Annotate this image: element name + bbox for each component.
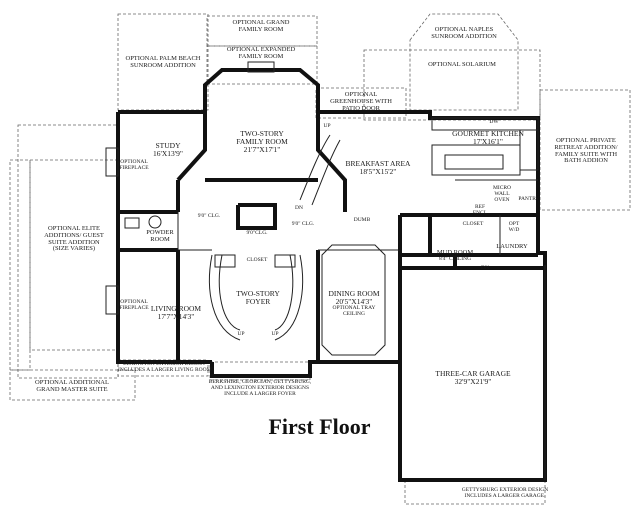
fireplace-family-shape [247, 61, 275, 73]
label-closet-foyer: CLOSET [246, 257, 268, 263]
dining-tray-ceiling [321, 244, 386, 356]
label-clg-right: 9'0" CLG. [291, 221, 315, 227]
fireplace-study-shape [105, 147, 119, 177]
note-berkshire: BERKSHIRE, GEORGIAN, GETTYSBURG,AND LEXI… [208, 379, 312, 397]
label-dn-mud: DN [481, 265, 489, 271]
label-up-family: UP [323, 123, 331, 129]
label-up-foyer-left: UP [237, 331, 245, 337]
label-dumb: DUMB [353, 217, 371, 223]
kitchen-fixtures [431, 117, 539, 176]
label-clg-left: 9'0" CLG. [197, 213, 221, 219]
label-dn-family: DN [295, 205, 303, 211]
label-solarium: OPTIONAL SOLARIUM [428, 61, 496, 68]
label-laundry: LAUNDRY [496, 243, 528, 250]
label-clg-center: 9'0"CLG. [246, 230, 268, 236]
label-dw: DW [489, 119, 499, 125]
family-stairs [299, 134, 341, 206]
fireplace-living-shape [105, 285, 119, 315]
interior-walls [118, 112, 545, 362]
label-closet-mud: CLOSET [462, 221, 484, 227]
floor-title: First Floor [268, 414, 371, 439]
label-pantry: PANTRY [518, 196, 540, 202]
label-up-foyer-right: UP [271, 331, 279, 337]
powder-fixtures [124, 215, 162, 229]
foyer-stairs [209, 254, 304, 341]
